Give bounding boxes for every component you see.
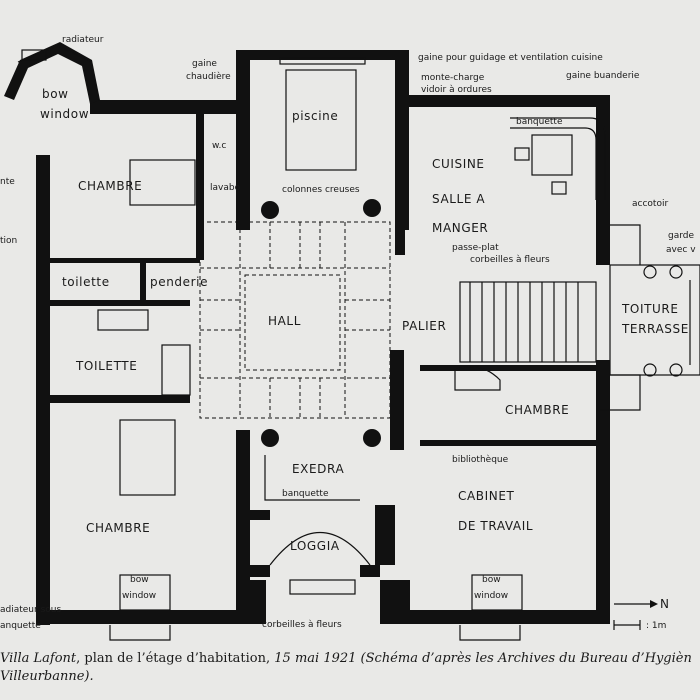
bed-nw [129,159,196,206]
caption: Villa Lafont, plan de l’étage d’habitati… [0,650,700,686]
scale-label: : 1m [646,621,666,631]
note-accotoir: accotoir [632,199,668,209]
caption-line-2: Villeurbanne). [0,668,700,686]
caption-title: Villa Lafont [0,651,77,666]
label-toilette: TOILETTE [75,359,137,373]
label-bow-sw-2: window [122,591,156,601]
note-colonnes: colonnes creuses [282,185,360,195]
label-loggia: LOGGIA [290,539,340,553]
label-piscine: piscine [292,109,338,123]
note-gaine-2: chaudière [186,71,231,82]
loggia-arch [269,531,371,566]
note-banquette-top: banquette [516,117,563,127]
label-bow-window-top-1: bow [42,87,69,101]
label-chambre-e: CHAMBRE [505,403,569,417]
roof-terrace [600,224,700,411]
note-radiateur-sous-2: anquette [0,621,41,631]
hollow-columns [261,199,381,447]
label-hall: HALL [268,314,301,328]
bow-window-sw [109,574,171,641]
note-radiateur: radiateur [62,35,104,45]
bow-window-nw [4,42,100,104]
label-bow-sw-1: bow [130,575,149,585]
hall-floor-pattern [199,221,391,419]
note-corbeilles-bottom: corbeilles à fleurs [262,620,342,630]
caption-source: (Schéma d’après les Archives du Bureau d… [356,651,692,666]
caption-line-1: Villa Lafont, plan de l’étage d’habitati… [0,650,700,668]
label-cabinet: CABINET [458,489,515,503]
caption-source-end: Villeurbanne). [0,669,94,684]
note-gaine-1: gaine [192,59,217,69]
corbeilles-bottom-box [289,579,356,595]
bath [161,344,191,396]
bed-sw [119,419,176,496]
caption-desc: , plan de l’étage d’habitation, [76,651,275,666]
label-toiture: TOITURE [621,302,679,316]
note-lavabo: lavabo [210,183,241,193]
note-corbeilles-top: corbeilles à fleurs [470,255,550,265]
note-gaine-cuisine: gaine pour guidage et ventilation cuisin… [418,53,603,63]
label-de-travail: DE TRAVAIL [458,519,533,533]
note-left-nte: nte [0,177,15,187]
label-manger: MANGER [432,221,488,235]
label-exedra: EXEDRA [292,462,344,476]
note-wc: w.c [212,141,226,151]
note-vidoir: vidoir à ordures [421,85,492,95]
note-monte-charge: monte-charge [421,73,485,83]
bow-window-se [459,574,523,641]
label-toilette-small: toilette [62,275,110,289]
label-penderie: penderie [150,275,208,289]
walls [36,50,610,625]
note-banquette-exedra: banquette [282,489,329,499]
label-bow-se-1: bow [482,575,501,585]
piscine-pool [285,69,357,171]
label-palier: PALIER [402,319,446,333]
note-garde-2: avec v [666,245,696,255]
note-garde-1: garde [668,231,694,241]
label-salle-a: SALLE A [432,192,485,206]
label-chambre-sw: CHAMBRE [86,521,150,535]
scale-bar [613,620,641,630]
label-chambre-nw: CHAMBRE [78,179,142,193]
label-cuisine: CUISINE [432,157,485,171]
note-passe-plat: passe-plat [452,243,499,253]
label-bow-window-top-2: window [40,107,89,121]
label-bow-se-2: window [474,591,508,601]
note-bibliotheque: bibliothèque [452,454,509,465]
label-terrasse: TERRASSE [621,322,689,336]
north-arrow [614,600,658,608]
staircase [454,281,597,391]
note-left-tion: tion [0,236,17,246]
note-radiateur-sous-1: adiateur sous [0,605,61,615]
north-label: N [660,597,670,611]
caption-date: 15 mai 1921 [274,651,357,666]
note-gaine-buanderie: gaine buanderie [566,71,640,81]
kitchen-banquette [510,117,606,200]
